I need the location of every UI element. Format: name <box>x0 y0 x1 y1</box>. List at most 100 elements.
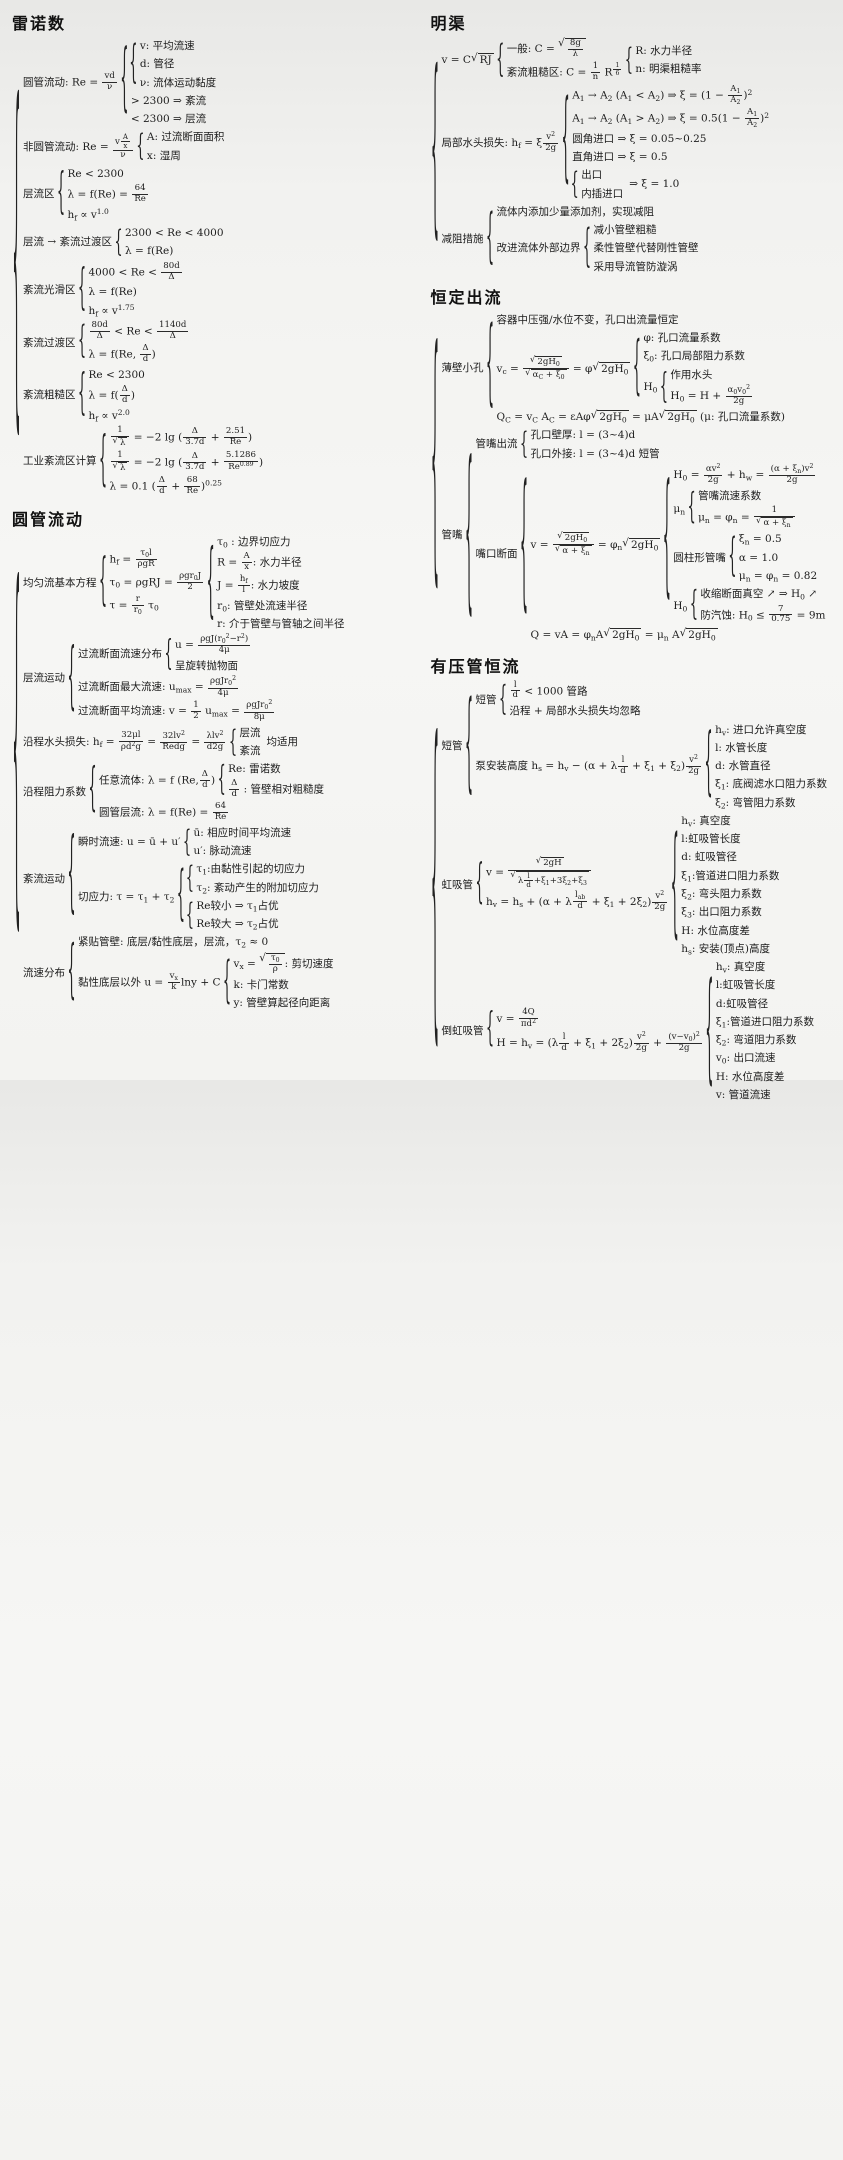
node-label: 收缩断面真空 ↗ ⇒ H0 ↗ <box>700 588 818 602</box>
brace-icon: { <box>561 87 570 200</box>
node-label: hv: 真空度 <box>681 814 731 829</box>
node-label: 孔口壁厚: l = (3~4)d <box>530 429 636 442</box>
leaf-node: φ: 孔口流量系数 <box>641 329 755 347</box>
node-label: d: 水管直径 <box>715 760 771 773</box>
children-group: 容器中压强/水位不变，孔口出流量恒定 vc = √2gH0√αC + ξ0 = φ… <box>495 311 787 426</box>
leaf-node: ξ2: 弯管阻力系数 <box>713 794 829 812</box>
section-title: 恒定出流 <box>430 287 503 307</box>
leaf-node: 流体内添加少量添加剂，实现减阻 <box>495 203 701 221</box>
leaf-node: ν: 流体运动黏度 <box>138 74 218 92</box>
leaf-node: λ = f(Re) <box>123 242 226 260</box>
node-suffix: ⇒ ξ = 1.0 <box>629 178 680 191</box>
brace-icon: { <box>687 488 696 530</box>
sqrt: √2gH0 <box>529 354 562 368</box>
node-label: 直角进口 ⇒ ξ = 0.5 <box>572 151 668 164</box>
node-label: Re较大 ⇒ τ2占优 <box>196 918 279 932</box>
brace-icon: { <box>582 222 592 275</box>
leaf-node: 紊流 <box>237 742 262 760</box>
leaf-node: r: 介于管壁与管轴之间半径 <box>215 615 346 633</box>
section-title: 有压管恒流 <box>430 656 521 676</box>
leaf-node: r0: 管壁处流速半径 <box>215 597 346 615</box>
node-label: 短管 <box>475 693 497 706</box>
node-label: v0: 出口流速 <box>715 1052 776 1066</box>
node-label: l:虹吸管长度 <box>681 833 741 846</box>
leaf-node: 直角进口 ⇒ ξ = 0.5 <box>570 148 771 166</box>
node-label: 容器中压强/水位不变，孔口出流量恒定 <box>496 313 679 326</box>
leaf-node: hv: 真空度 <box>679 812 781 830</box>
branch-node: 改进流体外部边界{减小管壁粗糙柔性管壁代替刚性管壁采用导流管防漩涡 <box>495 221 701 276</box>
leaf-node: d: 虹吸管径 <box>679 848 781 866</box>
sqrt: √2gH0 <box>592 360 631 376</box>
leaf-node: α = 1.0 <box>737 549 819 567</box>
leaf-node: 管嘴流速系数 <box>696 487 798 505</box>
radical-icon: √ <box>592 360 600 373</box>
node-label: 工业紊流区计算 <box>23 455 97 468</box>
brace-icon: { <box>56 166 66 223</box>
brace-icon: { <box>120 39 129 126</box>
brace-icon: { <box>464 433 474 638</box>
children-group: 出口内插进口 <box>579 166 625 203</box>
sqrt: √λ <box>112 435 128 448</box>
children-group: hv: 进口允许真空度 l: 水管长度 d: 水管直径 ξ1: 底阀滤水口阻力系数 ξ2… <box>713 721 829 812</box>
fraction: 1√λ <box>110 425 131 449</box>
children-group: 减小管壁粗糙柔性管壁代替刚性管壁采用导流管防漩涡 <box>592 221 701 276</box>
node-label: H: 水位高度差 <box>681 924 750 937</box>
sqrt: √2gH0 <box>603 627 642 643</box>
leaf-node: l:虹吸管长度 <box>679 830 781 848</box>
node-label: v: 平均流速 <box>139 40 195 52</box>
node-label: ξ2: 弯头阻力系数 <box>681 888 762 902</box>
node-label: ξ1: 底阀滤水口阻力系数 <box>715 778 828 792</box>
node-label: 圆角进口 ⇒ ξ = 0.05~0.25 <box>572 132 707 145</box>
node-label: 采用导流管防漩涡 <box>593 260 678 273</box>
node-label: φ: 孔口流量系数 <box>643 332 721 345</box>
node-label: Re较小 ⇒ τ1占优 <box>196 899 279 914</box>
leaf-node: μn = φn = 1√α + ξn <box>696 505 798 530</box>
leaf-node: τ1:由黏性引起的切应力 <box>194 860 321 878</box>
node-label: hv: 进口允许真空度 <box>715 723 807 737</box>
brace-icon: { <box>114 225 123 260</box>
leaf-node: > 2300 ⇒ 紊流 <box>129 92 218 110</box>
leaf-node: l: 水管长度 <box>713 739 829 757</box>
node-label: l: 水管长度 <box>715 741 768 754</box>
fraction: √2gH0√αC + ξ0 <box>522 354 569 382</box>
